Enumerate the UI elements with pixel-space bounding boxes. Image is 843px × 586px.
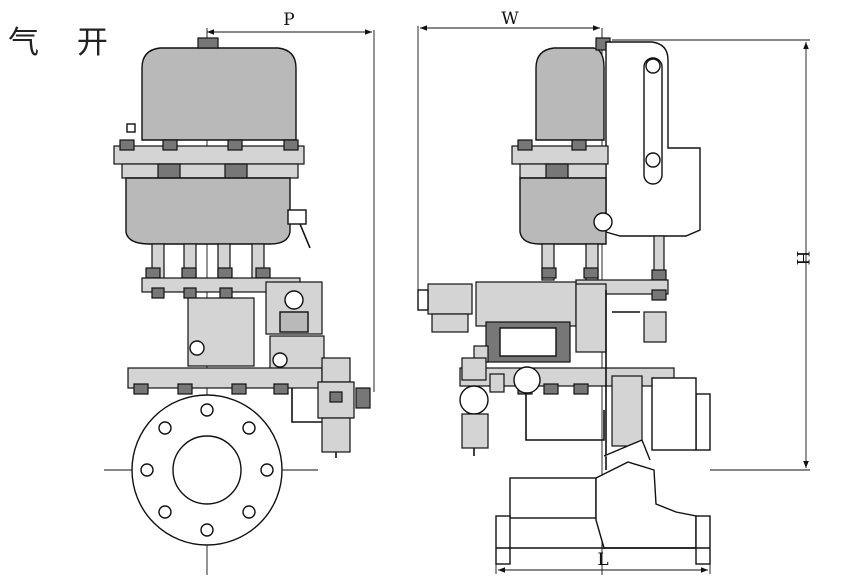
dimension-w-label: W: [501, 9, 519, 29]
side-valve-body: [495, 377, 711, 565]
front-actuator: [113, 37, 371, 458]
dimension-l: L: [495, 550, 711, 574]
side-lower-assembly: [459, 290, 675, 470]
side-positioner: [417, 281, 607, 363]
side-actuator: [511, 37, 701, 301]
dimension-p: P: [207, 10, 375, 392]
dimension-p-label: P: [283, 10, 294, 30]
dimension-h: H: [612, 39, 812, 471]
front-flange: [131, 394, 283, 546]
side-view: W H L: [417, 9, 812, 575]
dimension-h-label: H: [792, 251, 812, 266]
dimension-l-label: L: [597, 550, 608, 570]
diagram-title: 气 开: [8, 25, 122, 61]
front-view: P: [104, 10, 375, 575]
dimension-w: W: [417, 9, 600, 290]
